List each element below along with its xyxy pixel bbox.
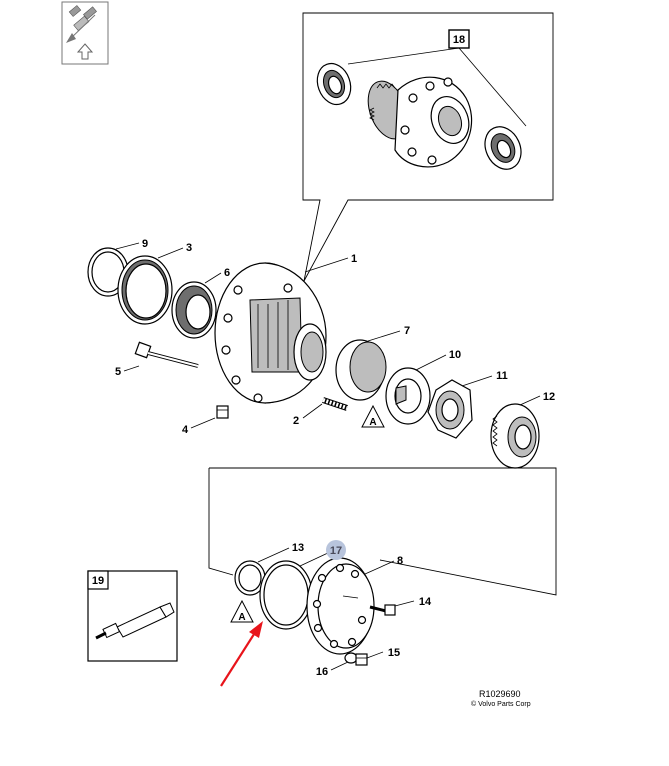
part-15-screw bbox=[355, 653, 368, 666]
callout-16: 16 bbox=[316, 666, 328, 678]
svg-text:A: A bbox=[369, 417, 376, 428]
navigate-up-icon[interactable] bbox=[61, 1, 109, 65]
callout-8: 8 bbox=[397, 555, 403, 567]
callout-4: 4 bbox=[182, 424, 189, 436]
detail-box-19 bbox=[87, 570, 109, 590]
detail-bearing-right bbox=[484, 126, 522, 170]
callout-17-highlight: 17 bbox=[326, 540, 346, 560]
lower-assembly: A bbox=[220, 557, 396, 687]
detail-frame-lower bbox=[208, 467, 557, 596]
callout-6: 6 bbox=[224, 267, 230, 279]
part-12-gear-ring bbox=[490, 403, 540, 469]
main-assembly: A bbox=[87, 247, 540, 469]
callout-5: 5 bbox=[115, 366, 121, 378]
part-1-wheel-hub bbox=[214, 262, 327, 404]
part-6-roller-bearing bbox=[171, 281, 217, 339]
callout-12: 12 bbox=[543, 391, 555, 403]
warning-triangle-upper: A bbox=[361, 404, 385, 428]
callout-15: 15 bbox=[388, 647, 400, 659]
detail-frame-18: 18 bbox=[302, 12, 554, 282]
footer: R1029690 © Volvo Parts Corp bbox=[471, 689, 531, 708]
svg-text:A: A bbox=[238, 612, 245, 623]
part-11-hex-nut bbox=[427, 379, 473, 439]
callout-11: 11 bbox=[496, 370, 508, 382]
part-16-washer bbox=[344, 652, 358, 664]
callout-17: 17 bbox=[330, 545, 342, 557]
callout-3: 3 bbox=[186, 242, 192, 254]
warning-triangle-lower: A bbox=[230, 599, 254, 623]
callout-2: 2 bbox=[293, 415, 299, 427]
highlight-arrow bbox=[220, 621, 263, 687]
part-8-hub-cover bbox=[306, 557, 375, 655]
callout-13: 13 bbox=[292, 542, 304, 554]
part-13-retaining-ring bbox=[234, 560, 266, 596]
detail-bearing-left bbox=[316, 62, 352, 106]
part-14-screw bbox=[369, 604, 396, 616]
detail-box-18-label: 18 bbox=[453, 34, 465, 46]
part-10-lock-washer bbox=[385, 367, 431, 425]
part-5-bolt bbox=[134, 341, 199, 368]
part-2-stud bbox=[322, 397, 348, 411]
part-17-o-ring bbox=[259, 560, 313, 630]
part-3-bearing-race bbox=[117, 255, 173, 325]
detail-frame-19: 19 bbox=[87, 570, 178, 662]
grease-tube-icon bbox=[95, 602, 175, 640]
figure-reference: R1029690 bbox=[479, 689, 521, 699]
detail-hub-housing bbox=[367, 76, 473, 168]
callout-1: 1 bbox=[351, 253, 357, 265]
copyright: © Volvo Parts Corp bbox=[471, 700, 531, 708]
part-4-nut bbox=[216, 405, 229, 419]
callout-7: 7 bbox=[404, 325, 410, 337]
detail-box-19-label: 19 bbox=[92, 575, 104, 587]
callout-14: 14 bbox=[419, 596, 432, 608]
part-7-cover bbox=[335, 339, 387, 401]
callout-9: 9 bbox=[142, 238, 148, 250]
leader-lines bbox=[115, 242, 541, 671]
callouts: 1 2 3 4 5 6 7 8 9 10 11 12 13 14 15 16 1… bbox=[115, 238, 555, 678]
callout-10: 10 bbox=[449, 349, 461, 361]
